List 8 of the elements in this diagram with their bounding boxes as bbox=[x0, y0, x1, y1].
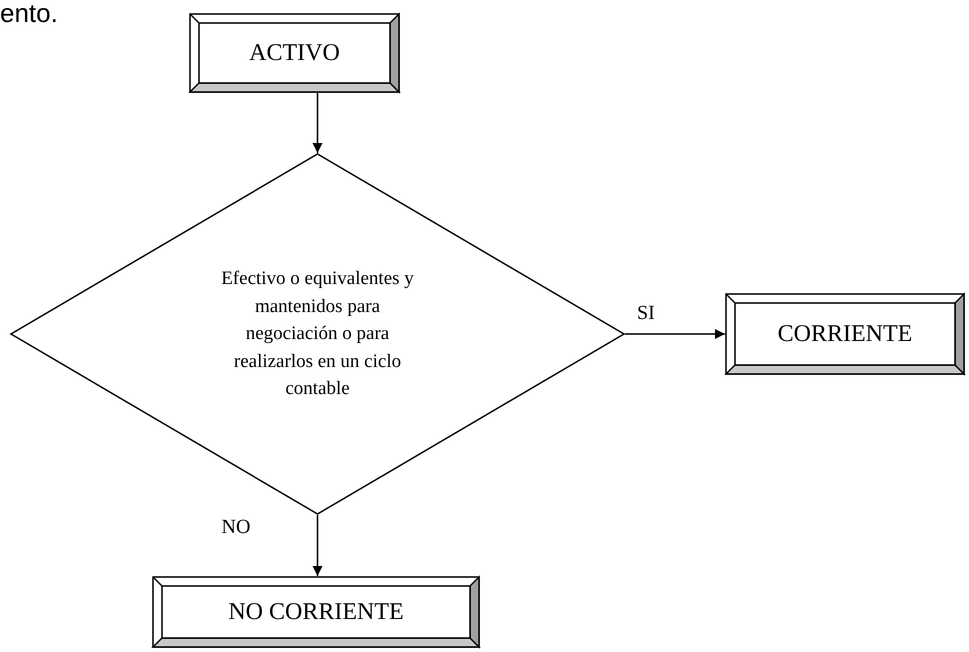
node-text: CORRIENTE bbox=[776, 320, 914, 349]
arrow bbox=[625, 329, 725, 339]
arrow bbox=[312, 93, 322, 153]
node-text: Efectivo o equivalentes y mantenidos para negociación o para realizarlos en un ciclo contable bbox=[220, 267, 415, 402]
node-text: NO CORRIENTE bbox=[227, 598, 405, 627]
arrow bbox=[312, 515, 322, 576]
node-text: ACTIVO bbox=[248, 38, 341, 68]
text-fragment: ento. bbox=[0, 0, 58, 26]
